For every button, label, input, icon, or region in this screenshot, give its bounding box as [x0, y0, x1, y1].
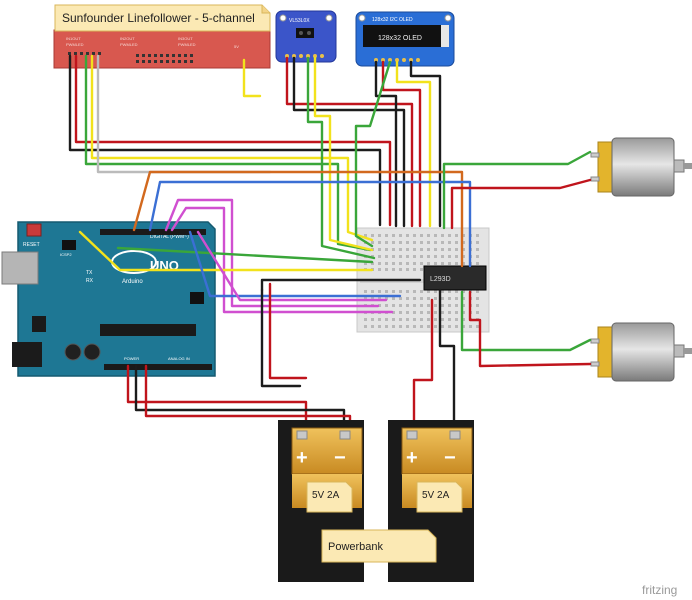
- digital-label: DIGITAL (PWM~): [150, 234, 189, 240]
- oled-screen-label: 128x32 OLED: [378, 35, 422, 42]
- battery-left-label: 5V 2A: [312, 490, 340, 501]
- wire-blue-ard: [148, 180, 472, 268]
- wire-orange-ard: [132, 170, 464, 268]
- svg-text:IN3OUT: IN3OUT: [178, 36, 193, 41]
- arduino-uno: RESET ICSP2 TX RX UNO Arduino DIGITAL (P…: [1, 221, 216, 377]
- reset-label: RESET: [23, 242, 40, 248]
- wire-black-bb: [260, 288, 302, 388]
- vl53l0x-sensor: VL53L0X: [275, 10, 337, 63]
- wire-yellow-vl53: [313, 56, 374, 252]
- svg-text:IN1OUT: IN1OUT: [66, 36, 81, 41]
- wire-black-oled: [374, 60, 398, 228]
- wire-red-oled: [381, 60, 422, 228]
- fritzing-watermark: fritzing: [642, 583, 677, 597]
- wire-green-ard: [116, 246, 374, 264]
- wire-yellow-ard: [78, 230, 374, 272]
- svg-text:IN2OUT: IN2OUT: [120, 36, 135, 41]
- powerbank-note-label: Powerbank: [328, 541, 384, 553]
- wire-green-motor1: [442, 150, 592, 230]
- wire-green-vl53: [306, 56, 376, 260]
- wire-red-motor1: [450, 178, 592, 230]
- oled-header-label: 128x32 I2C OLED: [372, 17, 413, 23]
- wire-magenta-ard2: [170, 206, 394, 314]
- linefollower-note-label: Sunfounder Linefollower - 5-channel: [62, 11, 255, 25]
- wire-black-power1: [134, 364, 346, 430]
- wire-black-power2: [438, 288, 456, 430]
- tx-label: TX: [86, 270, 93, 276]
- dc-motor-bottom: [590, 322, 692, 382]
- l293d-label: L293D: [430, 276, 451, 283]
- analog-label: ANALOG IN: [168, 356, 190, 361]
- svg-text:PWMLED: PWMLED: [178, 42, 196, 47]
- linefollower-note: Sunfounder Linefollower - 5-channel: [54, 4, 271, 32]
- wire-black-ard: [260, 278, 422, 292]
- digital-header: [100, 229, 206, 235]
- wire-red-lf: [74, 54, 392, 227]
- usb-port: [1, 251, 39, 285]
- battery-left-plus: +: [296, 447, 308, 469]
- wire-magenta-ard: [164, 198, 380, 308]
- battery-right-minus: −: [444, 447, 456, 469]
- rx-label: RX: [86, 278, 94, 284]
- wire-black-oled2: [409, 60, 442, 228]
- wire-black-vl53: [292, 56, 406, 228]
- icsp-label: ICSP2: [60, 252, 72, 257]
- sensor-header-pins: [68, 52, 193, 63]
- wire-black-lf: [68, 54, 382, 227]
- wire-magenta-ard3: [196, 230, 388, 302]
- wire-green-motor2: [460, 290, 592, 352]
- atmega-chip: [100, 324, 196, 336]
- wires: [68, 54, 592, 430]
- wire-red-vl53: [285, 56, 414, 228]
- wire-red-power2: [412, 298, 434, 430]
- wire-yellow-lf2: [242, 58, 262, 98]
- battery-right-plus: +: [406, 447, 418, 469]
- dc-motor-top: [590, 137, 692, 197]
- wire-green-oled: [354, 60, 392, 248]
- svg-text:PWMLED: PWMLED: [66, 42, 84, 47]
- power-analog-header: [104, 364, 212, 370]
- battery-left-minus: −: [334, 447, 346, 469]
- l293d-chip: L293D: [423, 265, 487, 291]
- wire-red-motor2: [468, 290, 592, 368]
- svg-text:PWMLED: PWMLED: [120, 42, 138, 47]
- wire-green-lf: [84, 54, 372, 252]
- wire-blue-ard2: [188, 230, 402, 298]
- powerbank-note: Powerbank: [321, 529, 437, 563]
- wire-yellow-oled: [395, 60, 432, 228]
- power-label: POWER: [124, 356, 139, 361]
- vl53l0x-label: VL53L0X: [289, 18, 310, 24]
- battery-right-label: 5V 2A: [422, 490, 450, 501]
- wire-red-bb: [268, 282, 308, 380]
- svg-text:5V: 5V: [234, 44, 239, 49]
- arduino-sub: Arduino: [122, 279, 143, 285]
- oled-display: 128x32 I2C OLED 128x32 OLED: [355, 11, 455, 67]
- power-jack: [12, 342, 42, 367]
- reset-button: [26, 223, 42, 237]
